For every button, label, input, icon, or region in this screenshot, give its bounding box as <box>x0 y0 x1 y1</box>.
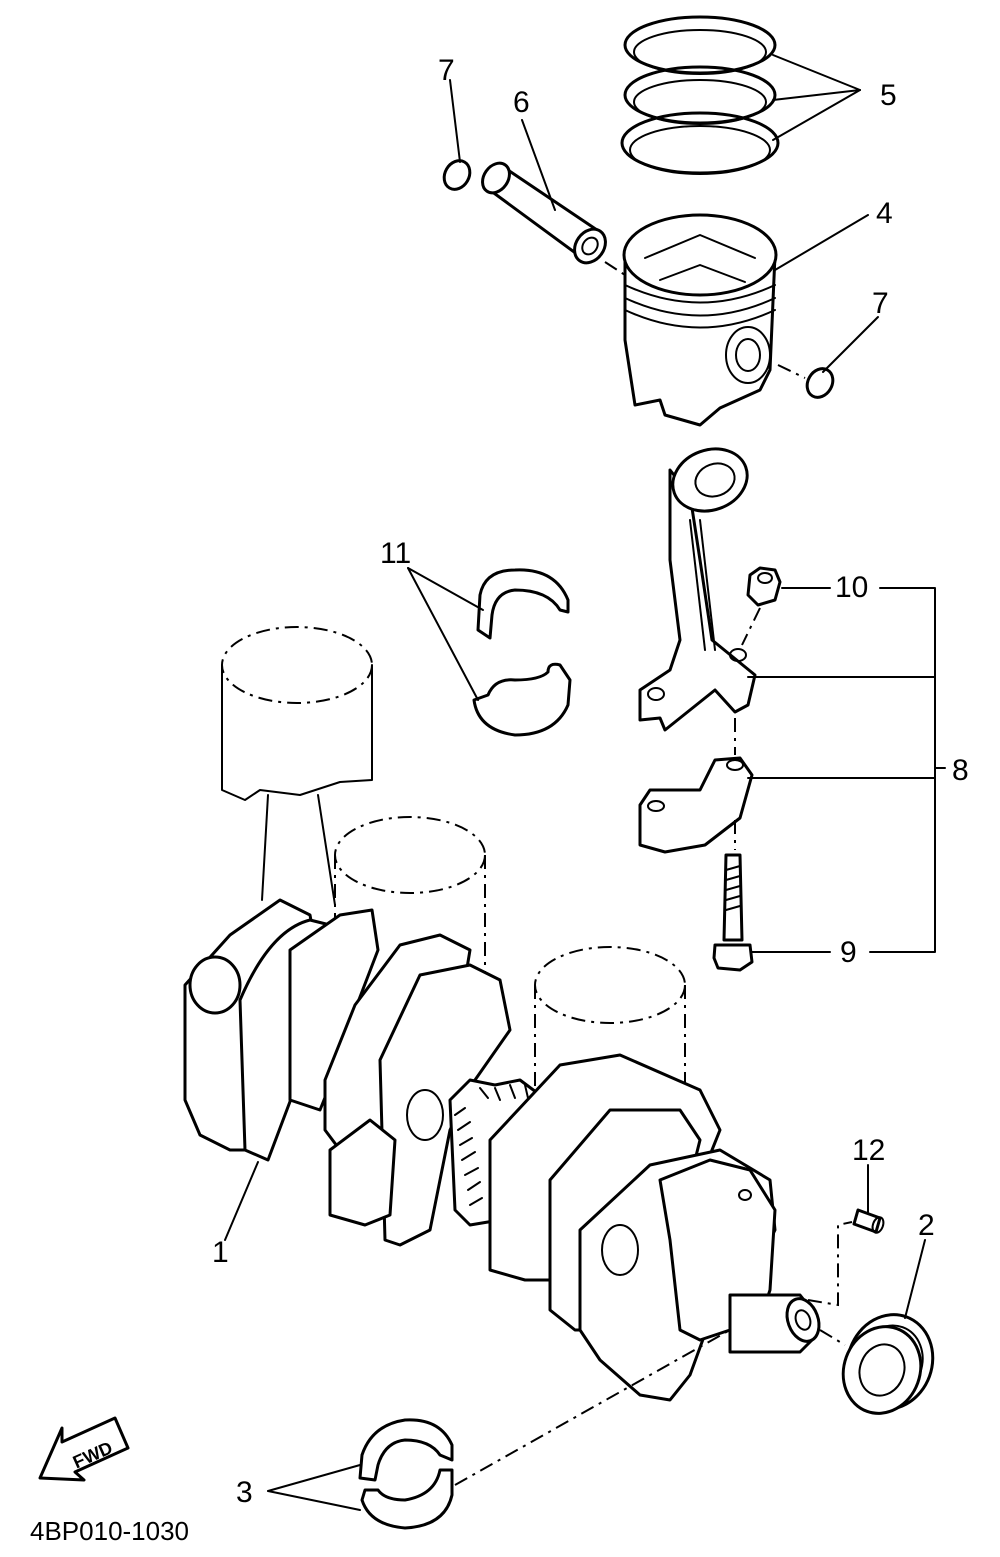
connecting-rod-cap <box>638 718 754 854</box>
callout-8: 8 <box>952 754 969 787</box>
callout-6: 6 <box>513 86 530 119</box>
dowel-pin <box>852 1208 885 1234</box>
piston-rings <box>620 15 780 175</box>
phantom-piston-1 <box>221 626 373 906</box>
upper-big-end-bearings <box>472 568 572 737</box>
callout-11: 11 <box>380 537 411 570</box>
piston-pin <box>481 161 626 276</box>
forward-arrow-icon: FWD <box>38 1416 130 1482</box>
callout-4: 4 <box>876 197 893 230</box>
callout-5: 5 <box>880 79 897 112</box>
callout-2: 2 <box>918 1209 935 1242</box>
connecting-rod-bolt <box>712 853 754 972</box>
callout-7-top: 7 <box>438 54 455 87</box>
callout-7-right: 7 <box>872 287 889 320</box>
piston <box>622 213 778 427</box>
oil-seal <box>841 1313 935 1415</box>
callout-9: 9 <box>840 936 857 969</box>
connecting-rod <box>638 447 757 732</box>
connecting-rod-nut <box>741 566 782 646</box>
crank-main-bearings <box>358 1418 454 1530</box>
crankshaft <box>183 626 853 1486</box>
diagram-code: 4BP010-1030 <box>30 1516 189 1546</box>
callout-12: 12 <box>852 1134 885 1167</box>
leader-lines <box>224 54 946 1511</box>
circlip-right <box>777 364 835 399</box>
phantom-piston-3 <box>534 946 686 1120</box>
callout-1: 1 <box>212 1236 229 1269</box>
callout-10: 10 <box>835 571 868 604</box>
callout-3: 3 <box>236 1476 253 1509</box>
circlip-top <box>442 159 472 191</box>
